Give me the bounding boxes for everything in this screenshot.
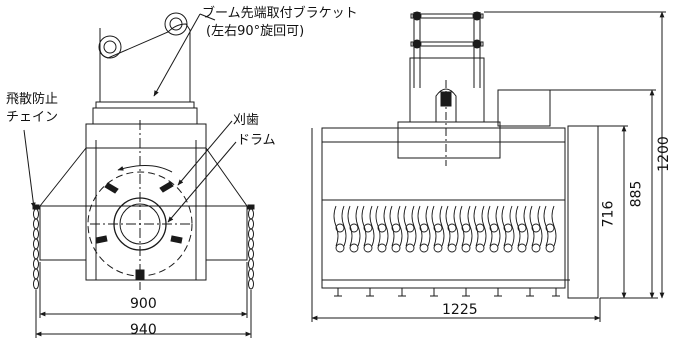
front-view	[23, 12, 255, 338]
dim-940: 940	[130, 322, 157, 338]
side-bracket	[409, 11, 485, 166]
dim-885: 885	[628, 180, 645, 208]
front-bracket	[92, 12, 198, 125]
front-chains	[32, 204, 255, 290]
dim-900: 900	[130, 296, 157, 312]
dim-716: 716	[600, 200, 617, 228]
bracket-rotation-note: (左右90°旋回可)	[206, 24, 305, 39]
front-drum	[87, 120, 193, 290]
dim-1200: 1200	[655, 136, 672, 172]
motor-box	[497, 89, 551, 127]
front-housing	[39, 123, 248, 281]
chain-label-line2: チェイン	[6, 110, 59, 125]
front-leaders	[23, 13, 237, 223]
side-flails	[333, 205, 557, 253]
chain-label-line1: 飛散防止	[6, 92, 59, 107]
side-skids	[334, 288, 560, 297]
drum-label: ドラム	[237, 133, 276, 148]
bracket-label: ブーム先端取付ブラケット	[202, 6, 358, 21]
blade-icon	[95, 181, 183, 281]
side-cover	[321, 121, 599, 299]
side-view	[311, 11, 666, 322]
side-dimensions	[311, 11, 666, 322]
blade-label: 刈歯	[233, 113, 260, 128]
dim-1225: 1225	[442, 302, 478, 318]
front-dimensions	[35, 262, 252, 338]
